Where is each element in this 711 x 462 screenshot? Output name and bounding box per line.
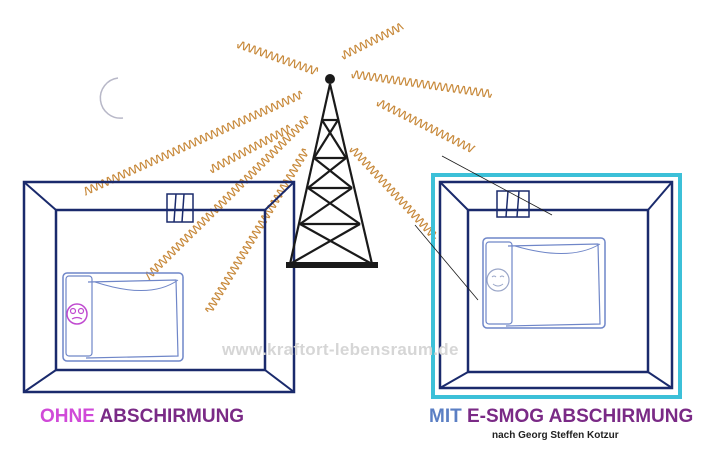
face-icon xyxy=(66,303,88,325)
room-without-shielding xyxy=(22,180,296,394)
wave-icon xyxy=(209,124,291,174)
label-mit: MIT xyxy=(429,406,462,427)
label-abschirmung: ABSCHIRMUNG xyxy=(99,406,245,427)
window-icon xyxy=(496,190,530,218)
radio-tower-icon xyxy=(286,74,378,268)
moon-icon xyxy=(99,77,124,119)
bed-icon xyxy=(482,237,606,329)
wave-icon xyxy=(237,41,319,75)
wave-icon xyxy=(376,99,476,153)
credit-text: nach Georg Steffen Kotzur xyxy=(492,430,619,441)
wave-icon xyxy=(351,70,493,98)
wave-icon xyxy=(341,23,404,60)
window-icon xyxy=(166,193,194,223)
wave-icon xyxy=(84,90,303,196)
watermark-text: www.kraftort-lebensraum.de xyxy=(222,340,459,359)
shielding-layer xyxy=(431,173,682,399)
wave-icon xyxy=(204,148,308,313)
label-with-shielding: MIT E-SMOG ABSCHIRMUNG xyxy=(429,406,693,428)
face-icon xyxy=(486,268,510,292)
wave-icon xyxy=(145,115,309,281)
label-without-shielding: OHNE ABSCHIRMUNG xyxy=(40,406,244,428)
radiation-waves xyxy=(84,23,493,313)
label-e-smog-abschirmung: E-SMOG ABSCHIRMUNG xyxy=(467,406,694,427)
bed-icon xyxy=(62,272,184,362)
room-with-shielding xyxy=(414,155,682,399)
label-ohne: OHNE xyxy=(40,406,95,427)
wave-icon xyxy=(349,147,437,241)
